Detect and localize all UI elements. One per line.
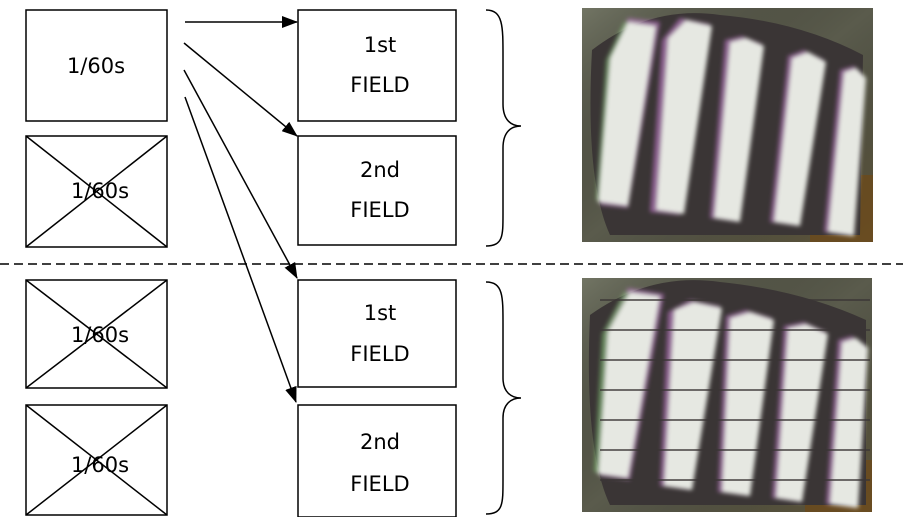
camera-photo-full-frame [582,8,873,242]
field-box-top-first: 1st FIELD [297,9,457,122]
field-box-bottom-first: 1st FIELD [297,279,457,388]
arrow-frame-to-top-second-field [183,42,298,137]
field-order-label: 2nd [360,158,400,182]
field-box-top-second: 2nd FIELD [297,135,457,246]
frame-box-bottom-first-dropped: 1/60s [25,279,168,389]
field-order-label: 1st [364,33,397,57]
field-word-label: FIELD [350,73,409,97]
field-word-label: FIELD [350,472,409,496]
frame-box-top-first: 1/60s [25,9,168,122]
frame-box-bottom-second-dropped: 1/60s [25,404,168,516]
field-box-bottom-second: 2nd FIELD [297,404,457,517]
arrow-frame-to-bottom-second-field [184,96,297,403]
frame-label: 1/60s [71,453,129,477]
field-word-label: FIELD [350,342,409,366]
curly-brace-top [485,9,522,247]
frame-box-top-second-dropped: 1/60s [25,135,168,248]
curly-brace-bottom [485,281,522,515]
field-word-label: FIELD [350,198,409,222]
field-order-label: 1st [364,301,397,325]
camera-photo-field-only [582,278,872,512]
frame-label: 1/60s [71,179,129,203]
frame-label: 1/60s [71,323,129,347]
frame-label: 1/60s [67,54,125,78]
arrow-frame-to-bottom-first-field [183,69,298,279]
field-order-label: 2nd [360,430,400,454]
